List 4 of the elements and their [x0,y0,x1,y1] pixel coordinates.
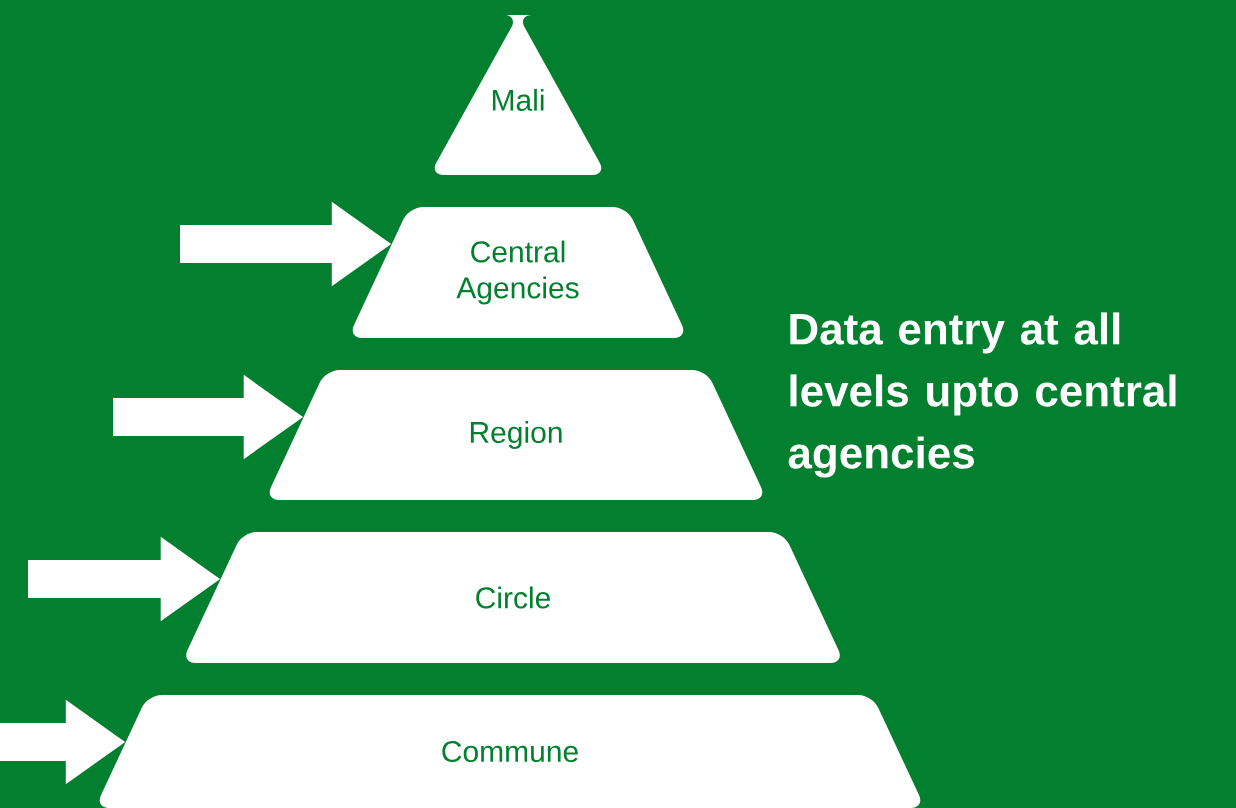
pyramid-level: Circle [186,532,840,663]
pyramid-level: Mali [434,15,602,175]
note-text: Data entry at all levels upto central agencies [788,312,1176,478]
pyramid-level: Commune [99,695,921,808]
